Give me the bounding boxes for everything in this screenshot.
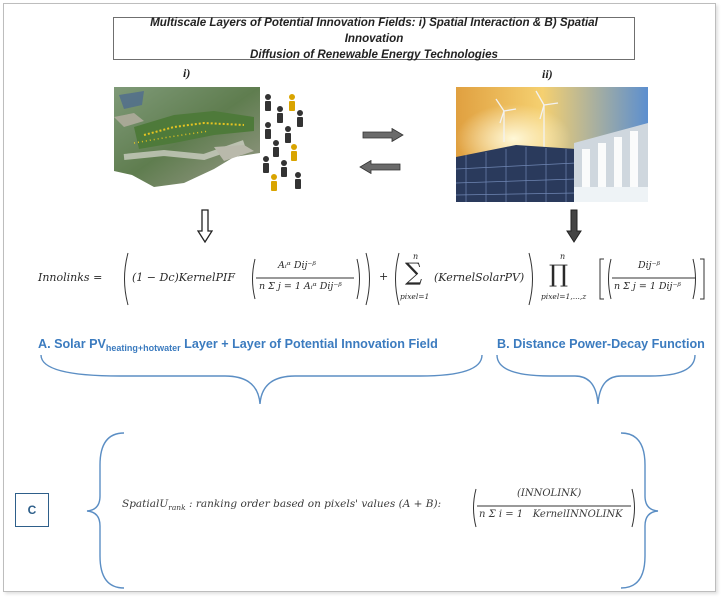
- product-upper-limit: n: [560, 252, 566, 261]
- down-arrow-right-icon: [566, 209, 582, 243]
- solar-panel-icon: [456, 147, 577, 202]
- big-paren-close-1: [365, 252, 370, 306]
- formula-term1-prefix: (1 − Dc)KernelPIF: [132, 271, 235, 284]
- brace-a: [40, 354, 483, 405]
- panel-label-i: i): [183, 66, 191, 80]
- c-fraction-bar: [477, 505, 631, 507]
- formula-lhs: Innolinks =: [38, 271, 103, 284]
- wind-turbine-icon: [495, 90, 559, 147]
- formula-term3-denominator: n Σ j = 1 Dij⁻ᵝ: [614, 281, 681, 292]
- formula-term3-numerator: Dij⁻ᵝ: [638, 260, 661, 271]
- spatial-rank-description: : ranking order based on pixels' values …: [185, 498, 442, 510]
- people-icons: [263, 94, 303, 191]
- layer-a-label: A. Solar PVheating+hotwater Layer + Laye…: [38, 337, 438, 353]
- figure-title: Multiscale Layers of Potential Innovatio…: [114, 15, 634, 63]
- big-paren-open-3: [395, 252, 400, 306]
- spatial-rank-subscript: rank: [168, 503, 186, 513]
- person-icon: [263, 94, 303, 191]
- big-paren-close-3: [528, 252, 533, 306]
- hydro-dam-icon: [574, 123, 648, 202]
- c-paren-close: [631, 488, 635, 528]
- formula-plus: +: [379, 270, 389, 283]
- bracket-close: [700, 258, 705, 300]
- spatial-rank-symbol: SpatialU: [122, 498, 169, 510]
- paren-open-2: [252, 258, 256, 300]
- c-numerator: (INNOLINK): [517, 488, 582, 499]
- brace-b: [496, 354, 696, 405]
- layer-b-label: B. Distance Power-Decay Function: [497, 337, 705, 351]
- left-arrow-icon: [359, 160, 401, 174]
- formula-sum-term: (KernelSolarPV): [434, 271, 525, 284]
- brace-c-left: [86, 432, 125, 589]
- paren-close-2: [356, 258, 360, 300]
- bracket-open: [599, 258, 604, 300]
- formula-term1-numerator: Aᵢᵅ Dij⁻ᵝ: [278, 260, 316, 271]
- fraction-bar-3: [612, 277, 696, 279]
- section-c-box: C: [15, 493, 49, 527]
- fraction-bar-1: [256, 277, 354, 279]
- right-arrow-icon: [362, 128, 404, 142]
- paren-close-4: [692, 258, 696, 300]
- title-box: Multiscale Layers of Potential Innovatio…: [113, 15, 635, 63]
- sum-symbol: ∑: [405, 258, 423, 286]
- down-arrow-left-icon: [197, 209, 213, 243]
- terrain-map-image: [114, 87, 260, 187]
- c-denominator: n Σ i = 1 KernelINNOLINK: [479, 509, 623, 520]
- sum-upper-limit: n: [413, 252, 419, 261]
- brace-c-right: [620, 432, 659, 589]
- renewable-energy-image: [456, 87, 648, 202]
- big-paren-open-1: [124, 252, 129, 306]
- innolinks-formula: Innolinks = (1 − Dc)KernelPIF Aᵢᵅ Dij⁻ᵝ …: [38, 248, 708, 310]
- paren-open-4: [608, 258, 612, 300]
- formula-term1-denominator: n Σ j = 1 Aᵢᵅ Dij⁻ᵝ: [259, 281, 342, 292]
- product-symbol: ∏: [549, 260, 569, 288]
- layer-a-subscript: heating+hotwater: [105, 343, 181, 353]
- product-lower-limit: pixel=1,...,z: [541, 292, 587, 301]
- spatial-rank-term: SpatialUrank : ranking order based on pi…: [122, 498, 441, 512]
- layer-a-prefix: A. Solar PV: [38, 337, 106, 351]
- title-line-1: Multiscale Layers of Potential Innovatio…: [150, 15, 598, 45]
- figure-frame: [3, 3, 716, 592]
- title-line-2: Diffusion of Renewable Energy Technologi…: [249, 47, 498, 61]
- sum-lower-limit: pixel=1: [400, 292, 430, 301]
- panel-label-ii: ii): [542, 67, 553, 81]
- layer-a-suffix: Layer + Layer of Potential Innovation Fi…: [180, 337, 438, 351]
- c-paren-open: [473, 488, 477, 528]
